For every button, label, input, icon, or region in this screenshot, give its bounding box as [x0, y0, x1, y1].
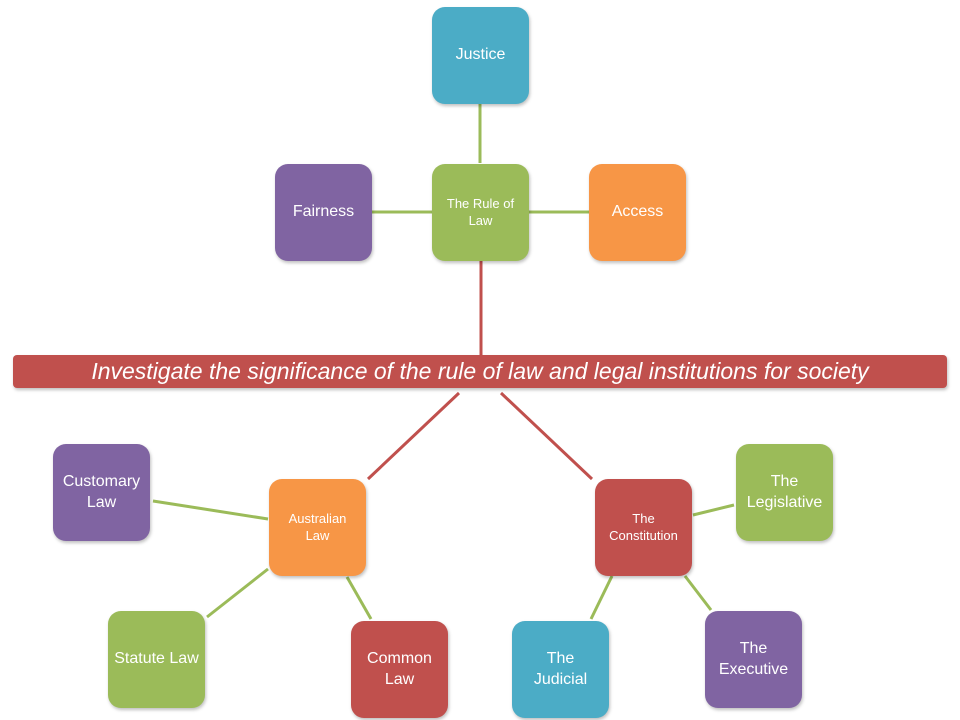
node-rule-of-law-label: The Rule of Law — [446, 195, 515, 228]
topic-banner-text: Investigate the significance of the rule… — [91, 358, 869, 384]
connector-banner-to-constitution — [499, 391, 594, 481]
node-common-law: Common Law — [351, 621, 448, 718]
node-justice: Justice — [432, 7, 529, 104]
node-executive-label: The Executive — [718, 639, 789, 678]
node-legislative: The Legislative — [736, 444, 833, 541]
node-executive: The Executive — [705, 611, 802, 708]
connector-judicial — [589, 575, 614, 620]
node-justice-label: Justice — [455, 46, 506, 64]
node-customary-law-label: Customary Law — [62, 472, 141, 511]
connector-banner-to-australian — [366, 391, 461, 481]
connector-legislative — [692, 503, 735, 517]
connector-statute — [206, 567, 269, 619]
connector-executive — [683, 575, 713, 611]
node-statute-law-label: Statute Law — [114, 650, 199, 668]
connector-customary — [152, 499, 269, 521]
node-access-label: Access — [611, 203, 664, 221]
node-statute-law: Statute Law — [108, 611, 205, 708]
node-common-law-label: Common Law — [367, 649, 432, 688]
node-legislative-label: The Legislative — [746, 472, 823, 511]
node-fairness-label: Fairness — [292, 203, 355, 221]
node-australian-law-label: Australian Law — [288, 510, 347, 543]
node-access: Access — [589, 164, 686, 261]
node-australian-law: Australian Law — [269, 479, 366, 576]
node-rule-of-law: The Rule of Law — [432, 164, 529, 261]
topic-banner: Investigate the significance of the rule… — [13, 355, 947, 388]
node-constitution: The Constitution — [595, 479, 692, 576]
connector-common — [345, 576, 373, 620]
node-judicial-label: The Judicial — [533, 649, 588, 688]
node-fairness: Fairness — [275, 164, 372, 261]
node-constitution-label: The Constitution — [609, 510, 678, 543]
node-customary-law: Customary Law — [53, 444, 150, 541]
node-judicial: The Judicial — [512, 621, 609, 718]
